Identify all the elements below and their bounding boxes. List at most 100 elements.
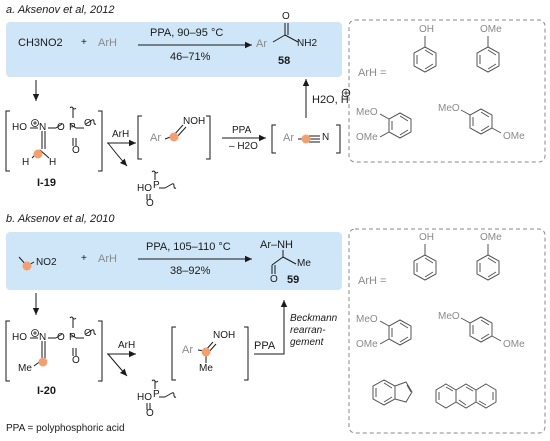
product-58-nh2: NH2 bbox=[297, 38, 318, 49]
sub-b-veratrole-meo: MeO bbox=[356, 314, 378, 325]
charge-plus-i19 bbox=[31, 119, 39, 127]
panel-b-heading: b. Aksenov et al, 2010 bbox=[6, 213, 115, 225]
byproduct-a-o: O bbox=[146, 198, 154, 209]
i20-o2: O bbox=[84, 328, 92, 339]
byproduct-b-ho: HO bbox=[137, 392, 152, 403]
highlight-nitroethane bbox=[22, 261, 32, 271]
condition-a-bottom: 46–71% bbox=[170, 51, 211, 63]
sub-b-veratrole-ome: OMe bbox=[356, 339, 378, 350]
byproduct-a-p: P bbox=[153, 180, 160, 191]
highlight-oxime-b bbox=[201, 347, 211, 357]
product-59-o: O bbox=[270, 274, 278, 285]
oxime-b-ar: Ar bbox=[182, 344, 193, 356]
ppa-b-label: PPA bbox=[254, 340, 276, 352]
reagent-arh-a: ArH bbox=[98, 37, 117, 49]
beckmann-arrow bbox=[254, 300, 288, 355]
i19-o2: O bbox=[84, 118, 92, 129]
sub-b-oh: OH bbox=[419, 232, 434, 243]
product-58-o: O bbox=[282, 11, 290, 22]
sub-a-dmb-ome: OMe bbox=[503, 131, 525, 142]
highlight-i19-carbon bbox=[33, 149, 43, 159]
byproduct-a-ho: HO bbox=[137, 183, 152, 194]
oxime-b-noh: NOH bbox=[213, 330, 236, 341]
i19-h: H bbox=[22, 157, 30, 168]
beckmann-line-2: rearran- bbox=[290, 325, 326, 336]
oxime-b-me: Me bbox=[199, 363, 213, 374]
nitrilium-n: N bbox=[322, 132, 330, 143]
product-59-label: 59 bbox=[287, 274, 300, 286]
i19-n: N bbox=[39, 122, 47, 133]
i20-p: P bbox=[69, 332, 76, 343]
curved-arrow-b bbox=[107, 353, 128, 377]
byproduct-b-bonds bbox=[146, 379, 177, 410]
arrow-a-arh: ArH bbox=[112, 129, 130, 140]
reagent-arh-b: ArH bbox=[98, 253, 117, 265]
condition-a-top: PPA, 90–95 °C bbox=[150, 27, 224, 39]
reagent-nitromethane: CH3NO2 bbox=[18, 37, 63, 49]
reagent-nitroethane: NO2 bbox=[36, 257, 57, 268]
brackets-i19 bbox=[5, 110, 103, 172]
arrow-b-arh: ArH bbox=[118, 340, 136, 351]
arh-label-b: ArH = bbox=[358, 275, 387, 287]
i20-label: I-20 bbox=[37, 385, 56, 397]
product-58-label: 58 bbox=[278, 55, 291, 67]
sub-b-dmb-meo: MeO bbox=[438, 311, 460, 322]
i19-p: P bbox=[69, 122, 76, 133]
curved-arrow-a bbox=[107, 142, 128, 167]
i20-o1: O bbox=[57, 332, 65, 343]
byproduct-b-p: P bbox=[153, 389, 160, 400]
i19-ho: HO bbox=[12, 122, 27, 133]
condition-b-top: PPA, 105–110 °C bbox=[146, 241, 231, 253]
reaction-box-a bbox=[6, 22, 342, 77]
highlight-nitrilium bbox=[301, 134, 311, 144]
arh-label-a: ArH = bbox=[358, 67, 387, 79]
brackets-i20 bbox=[5, 320, 103, 382]
panel-a-heading: a. Aksenov et al, 2012 bbox=[6, 4, 115, 16]
i19-o1: O bbox=[57, 122, 65, 133]
oxime-a-ar: Ar bbox=[150, 132, 161, 144]
byproduct-a-bonds bbox=[146, 170, 177, 200]
sub-b-ome: OMe bbox=[480, 232, 502, 243]
i20-n: N bbox=[39, 332, 47, 343]
sub-b-dmb-ome: OMe bbox=[503, 339, 525, 350]
reaction-box-b bbox=[6, 232, 342, 290]
product-59-me: Me bbox=[297, 258, 311, 269]
product-59-ar-nh: Ar–NH bbox=[260, 239, 294, 251]
product-59-structure bbox=[271, 250, 297, 274]
nitrilium-structure bbox=[271, 124, 341, 154]
sub-a-veratrole-meo: MeO bbox=[356, 107, 378, 118]
oxime-a-noh: NOH bbox=[183, 116, 206, 127]
product-58-structure bbox=[272, 23, 299, 43]
i19-h2: H bbox=[49, 157, 57, 168]
plus-a: + bbox=[81, 37, 87, 48]
sub-a-oh: OH bbox=[419, 24, 434, 35]
sub-a-dmb-meo: MeO bbox=[438, 103, 460, 114]
substrate-box-b bbox=[348, 228, 546, 434]
highlight-oxime-a bbox=[169, 132, 179, 142]
beckmann-line-3: gement bbox=[290, 337, 324, 348]
plus-b: + bbox=[81, 253, 87, 264]
i19-label: I-19 bbox=[37, 177, 56, 189]
charge-plus-i20 bbox=[31, 329, 39, 337]
water-loss-label: – H2O bbox=[229, 141, 258, 152]
byproduct-b-o: O bbox=[146, 408, 154, 419]
i19-o3: O bbox=[72, 145, 80, 156]
substrate-rings-b bbox=[372, 244, 502, 409]
condition-b-bottom: 38–92% bbox=[170, 265, 211, 277]
nitrilium-ar: Ar bbox=[283, 132, 294, 144]
i20-me: Me bbox=[18, 363, 32, 374]
beckmann-line-1: Beckmann bbox=[290, 313, 338, 324]
i20-ho: HO bbox=[12, 332, 27, 343]
charge-plus-h bbox=[341, 88, 351, 98]
substrate-rings-a bbox=[379, 36, 502, 139]
sub-a-veratrole-ome: OMe bbox=[356, 132, 378, 143]
highlight-i20-carbon bbox=[38, 357, 48, 367]
footnote: PPA = polyphosphoric acid bbox=[6, 423, 125, 434]
hydrolysis-label: H2O, H bbox=[312, 94, 349, 106]
sub-a-ome: OMe bbox=[480, 24, 502, 35]
i20-o3: O bbox=[72, 355, 80, 366]
ppa-a-label: PPA bbox=[232, 125, 252, 136]
product-58-ar: Ar bbox=[256, 38, 267, 50]
